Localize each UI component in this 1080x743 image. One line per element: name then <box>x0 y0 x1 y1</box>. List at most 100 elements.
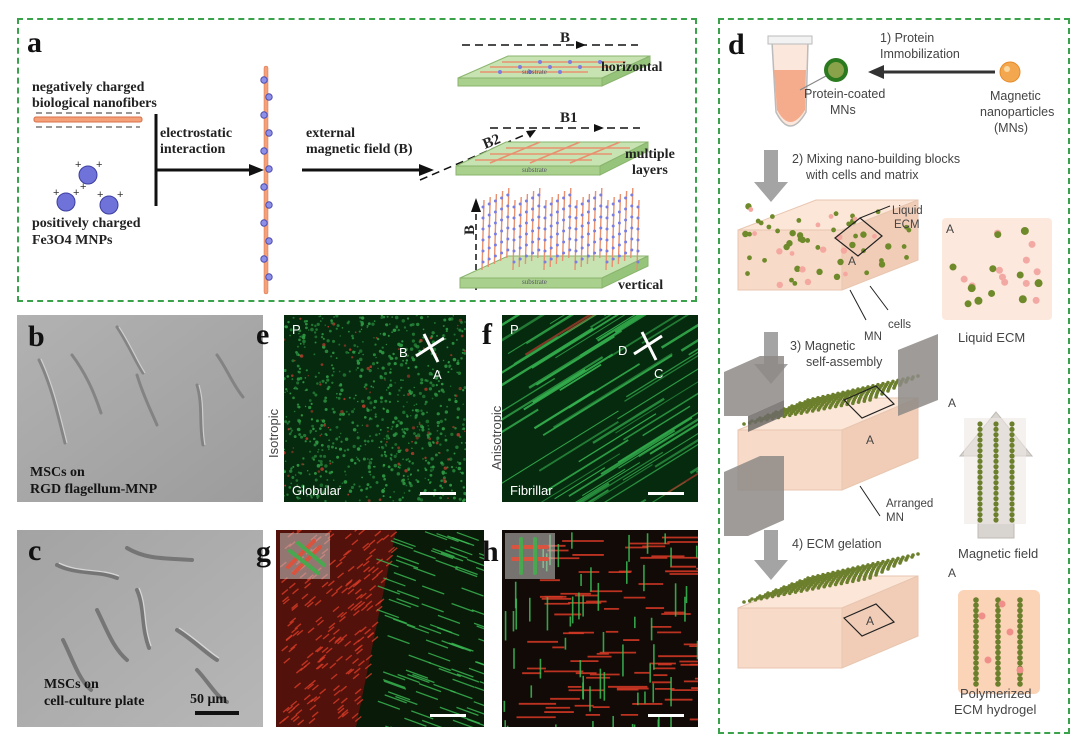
vertical-label: vertical <box>618 278 664 293</box>
panel-a-schematic: ++ ++ ++ + <box>33 41 651 295</box>
panel-e-bottom: Globular <box>292 483 342 498</box>
micrograph-b <box>17 315 263 502</box>
svg-text:+: + <box>80 181 86 193</box>
panel-c-caption-line1: MSCs on <box>44 677 99 692</box>
mnp-cluster: ++ ++ ++ + <box>53 159 123 215</box>
tube-icon <box>767 35 827 127</box>
scale-bar-h <box>648 714 684 717</box>
isotropic-label: Isotropic <box>266 408 281 458</box>
panel-h-label: h <box>482 535 499 568</box>
block-assembly <box>724 334 938 536</box>
zoom-a3: A <box>948 566 957 580</box>
substrate-label-2: substrate <box>522 166 547 174</box>
vertical-substrate <box>459 187 649 290</box>
micrograph-f <box>502 315 698 502</box>
scale-bar-g <box>430 714 466 717</box>
scale-label-c: 50 μm <box>190 692 228 707</box>
liquid-ecm-caption: Liquid ECM <box>958 330 1026 345</box>
svg-text:+: + <box>53 187 59 199</box>
box-letter-2: A <box>866 433 875 447</box>
protein-line2: MNs <box>830 103 856 117</box>
nanofibers-label-line2: biological nanofibers <box>32 96 157 111</box>
nanofiber-rod <box>33 116 143 123</box>
multiple-label-line1: multiple <box>625 147 675 162</box>
svg-text:+: + <box>73 187 79 199</box>
panel-b-caption-line2: RGD flagellum-MNP <box>30 482 158 497</box>
svg-text:+: + <box>75 159 81 171</box>
liquid-line1: Liquid <box>892 205 923 217</box>
scale-bar-f <box>648 492 684 495</box>
magnetic-line2: nanoparticles <box>980 105 1055 119</box>
horizontal-substrate <box>457 41 651 87</box>
panel-f-label: f <box>482 318 492 351</box>
panel-a-label: a <box>27 26 42 59</box>
panel-f-axis2: C <box>654 366 664 381</box>
inset-g <box>280 533 330 579</box>
inset-h <box>505 533 555 579</box>
field-b-vertical-label: B <box>462 224 479 236</box>
panel-f-bottom: Fibrillar <box>510 483 553 498</box>
panel-e-corner: P <box>292 322 301 337</box>
step1-line1: 1) Protein <box>880 31 935 45</box>
panel-f-corner: P <box>510 322 519 337</box>
panel-d-schematic <box>724 35 1052 694</box>
panel-d-label: d <box>728 28 745 61</box>
magnetic-line1: Magnetic <box>990 89 1041 103</box>
mnps-label-line1: positively charged <box>32 216 141 231</box>
panel-g-label: g <box>256 535 271 568</box>
panel-e-axis1: B <box>399 345 408 360</box>
axis-cross-f <box>633 331 663 361</box>
panel-e-axis2: A <box>433 367 442 382</box>
arranged-line2: MN <box>886 512 904 524</box>
panel-c-caption-line2: cell-culture plate <box>44 694 145 709</box>
polymerized-line1: Polymerized <box>960 686 1032 701</box>
step2-line2: with cells and matrix <box>806 168 919 182</box>
magnetic-line3: (MNs) <box>994 121 1029 135</box>
step3-line1: 3) Magnetic <box>790 339 856 353</box>
micrograph-e <box>284 315 466 502</box>
zoom-box-2 <box>958 411 1034 539</box>
substrate-label-1: substrate <box>522 68 547 76</box>
zoom-a1: A <box>946 222 955 236</box>
multilayer-substrate <box>419 124 649 181</box>
block-liquid-ecm <box>737 199 919 321</box>
field-b-label: B <box>560 30 571 46</box>
svg-text:+: + <box>117 189 123 201</box>
external-field-label-line2: magnetic field (B) <box>306 142 413 157</box>
scale-bar-c <box>195 711 239 715</box>
micrograph-c <box>17 530 263 727</box>
protein-line1: Protein-coated <box>804 87 886 101</box>
multiple-label-line2: layers <box>632 163 668 178</box>
electrostatic-label-line1: electrostatic <box>160 126 233 141</box>
axis-cross-e <box>415 333 445 363</box>
svg-text:+: + <box>97 189 103 201</box>
panel-c-label: c <box>28 534 42 567</box>
polymerized-line2: ECM hydrogel <box>954 702 1037 717</box>
external-field-label-line1: external <box>306 126 355 141</box>
step4-label: 4) ECM gelation <box>792 537 882 551</box>
svg-text:+: + <box>96 159 102 171</box>
magnetic-field-caption: Magnetic field <box>958 546 1039 561</box>
micrograph-g <box>276 530 484 727</box>
box-letter-1: A <box>848 254 857 268</box>
mnps-label-line2: Fe3O4 MNPs <box>32 233 113 248</box>
field-b1-label: B1 <box>560 110 578 126</box>
block-gel <box>737 552 920 669</box>
panel-b-caption-line1: MSCs on <box>30 465 85 480</box>
step3-line2: self-assembly <box>806 355 883 369</box>
step1-line2: Immobilization <box>880 47 960 61</box>
zoom-a2: A <box>948 396 957 410</box>
box-letter-3: A <box>866 614 875 628</box>
arranged-line1: Arranged <box>886 498 934 510</box>
scale-bar-e <box>420 492 456 495</box>
step2-line1: 2) Mixing nano-building blocks <box>792 152 961 166</box>
electrostatic-label-line2: interaction <box>160 142 226 157</box>
panel-f-axis1: D <box>618 343 628 358</box>
nanofibers-label-line1: negatively charged <box>32 80 145 95</box>
panel-e-label: e <box>256 318 270 351</box>
substrate-label-3: substrate <box>522 278 547 286</box>
panel-b-label: b <box>28 320 45 353</box>
cells-label: cells <box>888 319 912 331</box>
liquid-line2: ECM <box>894 219 920 231</box>
horizontal-label: horizontal <box>601 60 663 75</box>
